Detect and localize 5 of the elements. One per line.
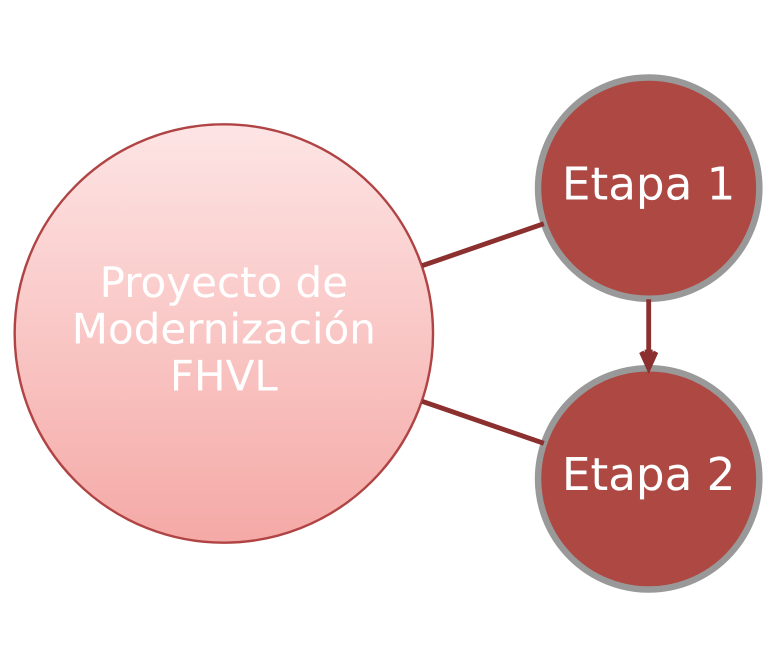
node-circle: Etapa 1 xyxy=(534,74,763,302)
arrow xyxy=(639,299,658,371)
connector xyxy=(421,399,545,446)
connector xyxy=(421,221,545,268)
node-circle: Etapa 2 xyxy=(534,365,763,593)
